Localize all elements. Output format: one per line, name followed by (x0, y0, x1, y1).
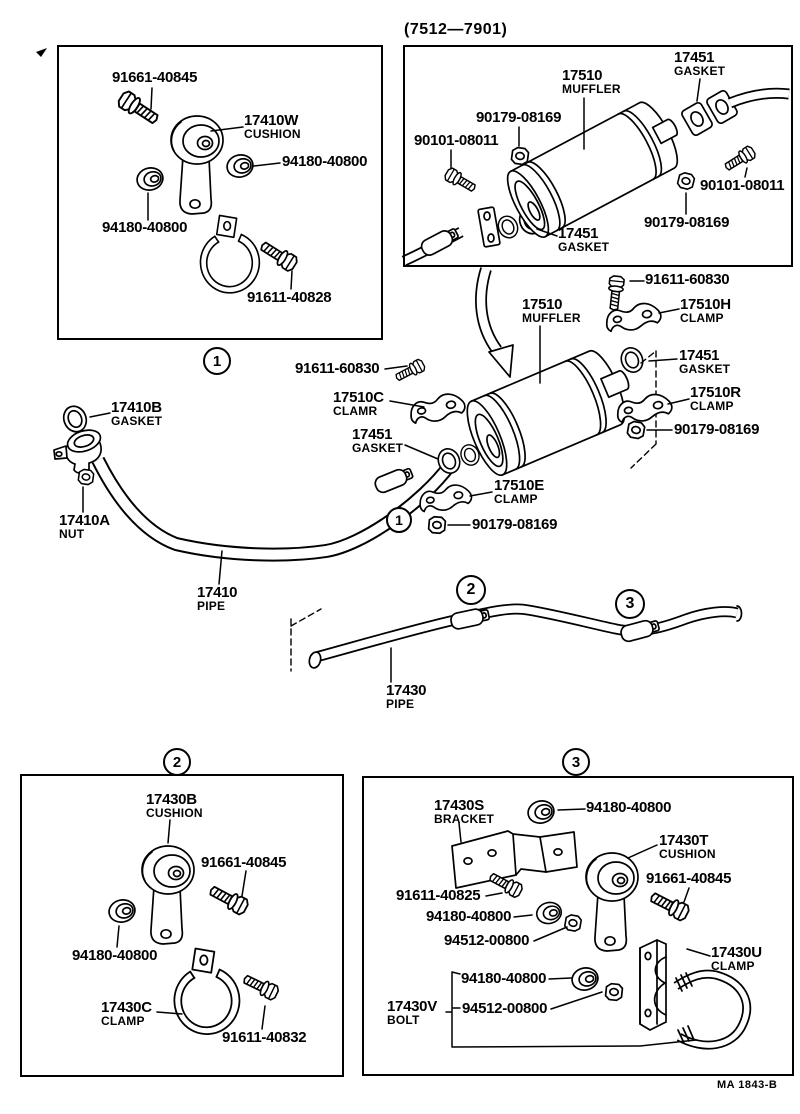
part-label-90179-08169-right: 90179-08169 (644, 214, 730, 231)
inset2-art (401, 78, 790, 267)
part-label-91611-40825: 91611-40825 (396, 887, 481, 904)
callout-1-under-inset1: 1 (203, 347, 231, 375)
part-label-90179-08169-top: 90179-08169 (476, 109, 562, 126)
part-label-90101-08011-left: 90101-08011 (414, 132, 499, 149)
part-label-91661-40845: 91661-40845 (112, 69, 198, 86)
part-label-94180-40800-right: 94180-40800 (282, 153, 368, 170)
callout-3-above-inset4: 3 (562, 748, 590, 776)
part-label-90179-08169-rear: 90179-08169 (674, 421, 760, 438)
callout-2-above-inset3: 2 (163, 748, 191, 776)
saddle-clamp-17430u (639, 939, 667, 1031)
part-label-94512-00800-inset4-low: 94512-00800 (462, 1000, 548, 1017)
inset3-art (105, 819, 281, 1035)
part-label-91661-40845-inset3: 91661-40845 (201, 854, 287, 871)
u-bolt (673, 969, 752, 1050)
part-label-94512-00800-inset4-mid: 94512-00800 (444, 932, 530, 949)
muffler-early (506, 101, 679, 239)
bracket-17430s (451, 830, 578, 889)
part-label-91611-60830-left: 91611-60830 (295, 360, 380, 377)
front-flange (53, 429, 102, 475)
part-label-90179-08169-bottom: 90179-08169 (472, 516, 558, 533)
part-label-91661-40845-inset4: 91661-40845 (646, 870, 732, 887)
doc-code: MA 1843-B (717, 1079, 778, 1091)
callout-3-on-pipe: 3 (615, 589, 645, 619)
callout-2-on-pipe: 2 (456, 575, 486, 605)
part-label-94180-40800-inset4-mid: 94180-40800 (426, 908, 512, 925)
part-label-94180-40800-left: 94180-40800 (102, 219, 188, 236)
part-label-94180-40800-inset3: 94180-40800 (72, 947, 158, 964)
print-speck (36, 48, 47, 57)
callout-1-on-pipe: 1 (386, 507, 412, 533)
hanger-plate (477, 206, 501, 248)
part-label-94180-40800-inset4-top: 94180-40800 (586, 799, 672, 816)
part-label-90101-08011-right: 90101-08011 (700, 177, 785, 194)
part-label-91611-40828: 91611-40828 (247, 289, 332, 306)
part-label-94180-40800-inset4-low: 94180-40800 (461, 970, 547, 987)
muffler-main (466, 349, 630, 477)
inset1-art (115, 87, 300, 294)
inset4-art (445, 797, 752, 1050)
detail-arrow (475, 267, 514, 378)
part-label-91611-60830-top: 91611-60830 (645, 271, 730, 288)
center-pipe-art (290, 603, 743, 683)
part-label-91611-40832: 91611-40832 (222, 1029, 307, 1046)
model-range-note: (7512—7901) (404, 21, 508, 38)
